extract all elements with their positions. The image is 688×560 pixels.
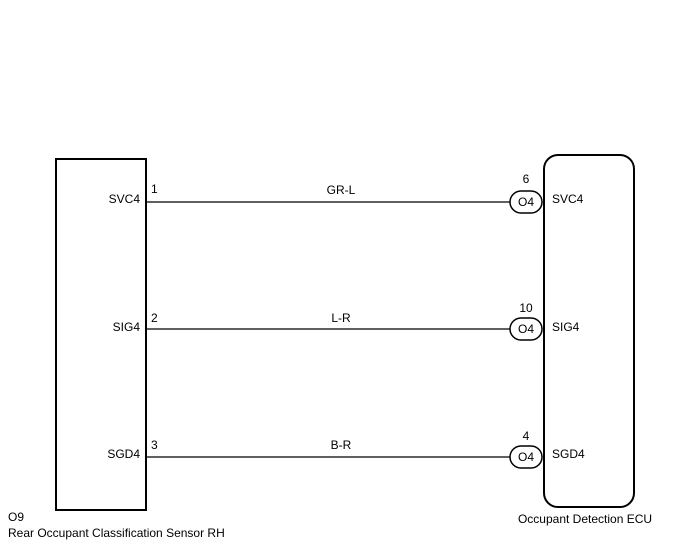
sensor-code-label: O9 [8, 510, 24, 524]
wire-color-3: B-R [331, 438, 352, 452]
circuit-2: SIG4 2 L-R O4 10 SIG4 [113, 301, 580, 341]
sensor-pin-1: 1 [151, 182, 158, 196]
sensor-box [55, 158, 147, 511]
sensor-name-label: Rear Occupant Classification Sensor RH [8, 526, 225, 540]
ecu-pin-2: 10 [519, 301, 533, 315]
ecu-box [543, 154, 635, 508]
connector-code-1: O4 [518, 195, 534, 209]
sensor-signal-1: SVC4 [109, 192, 141, 206]
connector-code-2: O4 [518, 322, 534, 336]
connector-pill-3 [509, 445, 543, 469]
connector-pill-1 [509, 190, 543, 214]
sensor-signal-3: SGD4 [107, 447, 140, 461]
wire-color-1: GR-L [327, 183, 356, 197]
ecu-pin-1: 6 [523, 172, 530, 186]
wire-color-2: L-R [331, 311, 351, 325]
ecu-signal-1: SVC4 [552, 192, 584, 206]
connector-pill-2 [509, 317, 543, 341]
sensor-signal-2: SIG4 [113, 320, 141, 334]
ecu-signal-2: SIG4 [552, 320, 580, 334]
connector-code-3: O4 [518, 450, 534, 464]
circuit-3: SGD4 3 B-R O4 4 SGD4 [107, 429, 585, 469]
ecu-pin-3: 4 [523, 429, 530, 443]
ecu-signal-3: SGD4 [552, 447, 585, 461]
ecu-name-label: Occupant Detection ECU [518, 512, 652, 526]
sensor-pin-3: 3 [151, 438, 158, 452]
sensor-pin-2: 2 [151, 311, 158, 325]
circuit-1: SVC4 1 GR-L O4 6 SVC4 [109, 172, 584, 214]
